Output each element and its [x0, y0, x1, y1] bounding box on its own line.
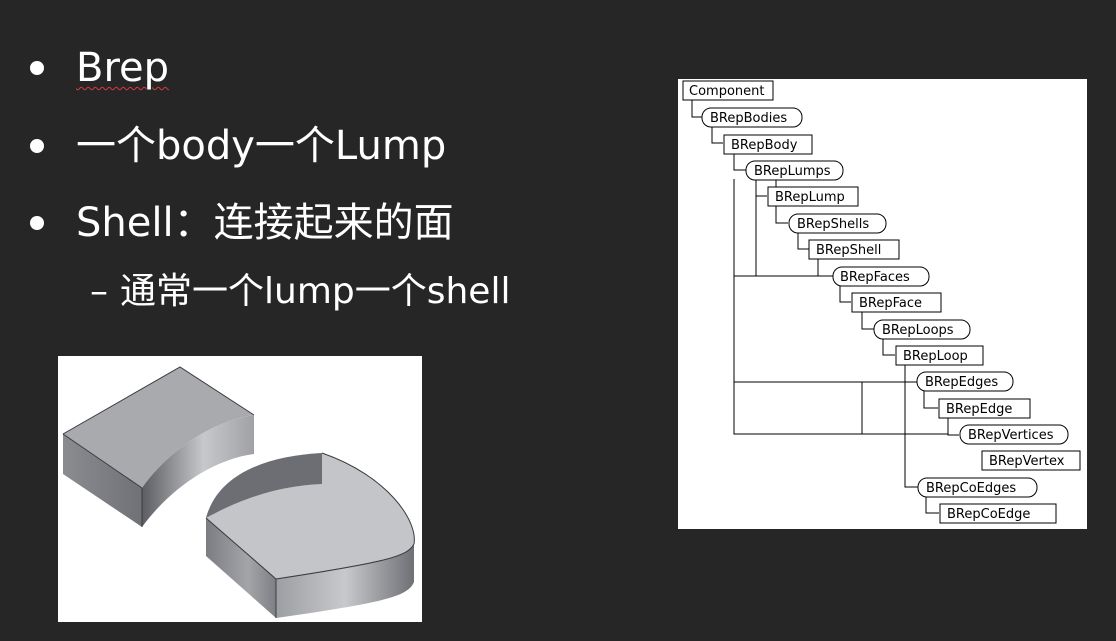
brep-hierarchy-diagram: Component BRepBodies BRepBody BRepLumps …	[678, 79, 1087, 529]
tree-connectors	[691, 100, 959, 514]
node-box-breploops	[873, 319, 971, 340]
bullet-text: 一个body一个Lump	[76, 123, 447, 169]
bullet-dot	[30, 216, 44, 230]
tree-nodes: Component BRepBodies BRepBody BRepLumps …	[682, 80, 1081, 524]
node-label-brepface: BRepFace	[859, 296, 922, 311]
node-label-brepbodies: BRepBodies	[710, 111, 787, 126]
node-label-breploop: BRepLoop	[903, 349, 968, 364]
bullet-shell: Shell：连接起来的面	[30, 199, 454, 247]
node-box-brepshells	[788, 213, 887, 234]
node-box-brepbody	[723, 134, 813, 155]
node-label-brepvertices: BRepVertices	[968, 428, 1054, 443]
node-label-breplump: BRepLump	[775, 190, 845, 205]
node-label-brepshell: BRepShell	[816, 243, 881, 258]
node-box-brepcoedge	[939, 503, 1057, 524]
node-label-brepcoedge: BRepCoEdge	[947, 507, 1030, 522]
lower-block-shape	[205, 452, 415, 618]
sub-bullet-dash: –	[90, 271, 108, 312]
node-label-breploops: BRepLoops	[882, 323, 954, 338]
brep-hierarchy-tree: Component BRepBodies BRepBody BRepLumps …	[682, 80, 1081, 524]
bullet-dot	[30, 139, 44, 153]
node-label-brepedges: BRepEdges	[925, 375, 998, 390]
node-label-brepshells: BRepShells	[797, 217, 869, 232]
node-label-brepfaces: BRepFaces	[840, 270, 910, 285]
node-box-breplump	[767, 186, 859, 207]
node-box-brepvertices	[959, 424, 1069, 445]
bullet-body-lump: 一个body一个Lump	[30, 122, 446, 170]
sub-bullet-text: 通常一个lump一个shell	[120, 271, 511, 312]
node-box-breploop	[895, 345, 984, 366]
node-box-brepedge	[938, 398, 1031, 419]
bullet-dot	[30, 61, 44, 75]
node-box-brepfaces	[832, 266, 930, 287]
node-label-brepvertex: BRepVertex	[989, 454, 1065, 469]
node-box-breplumps	[745, 160, 844, 181]
node-box-brepface	[851, 292, 942, 313]
shape-illustration	[58, 356, 422, 622]
node-box-brepedges	[916, 371, 1014, 392]
bullet-brep: Brep	[30, 44, 169, 92]
node-label-brepcoedges: BRepCoEdges	[926, 481, 1016, 496]
upper-block-shape	[62, 366, 255, 527]
node-label-brepedge: BRepEdge	[946, 402, 1012, 417]
node-label-breplumps: BRepLumps	[754, 164, 831, 179]
shape-figure	[62, 366, 415, 618]
node-label-brepbody: BRepBody	[731, 138, 798, 153]
bullet-text: Shell：连接起来的面	[76, 200, 454, 246]
sub-bullet-lump-shell: – 通常一个lump一个shell	[90, 270, 510, 314]
node-label-component: Component	[689, 84, 764, 99]
bullet-text: Brep	[76, 45, 170, 91]
node-box-brepvertex	[981, 450, 1081, 471]
node-box-brepcoedges	[917, 477, 1038, 498]
node-box-brepbodies	[701, 107, 803, 128]
node-box-component	[682, 80, 774, 101]
node-box-brepshell	[808, 239, 900, 260]
